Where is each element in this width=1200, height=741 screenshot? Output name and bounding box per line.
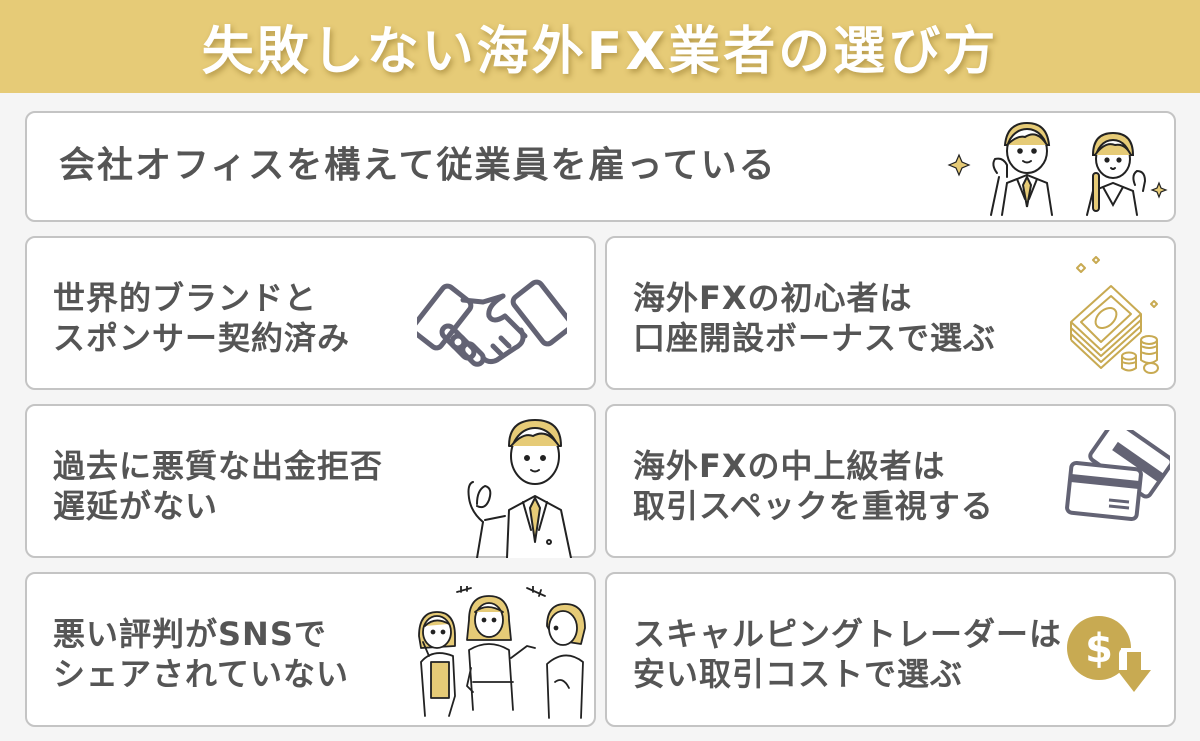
dollar-down-icon: $ (1067, 616, 1151, 692)
card-label-line1: 世界的ブランドと (53, 279, 318, 317)
card-label: 悪い評判がSNSで シェアされていない (53, 614, 349, 694)
card-label: 世界的ブランドと スポンサー契約済み (53, 278, 350, 358)
people-talking-illustration (418, 586, 586, 719)
card-label-line2: 遅延がない (53, 487, 219, 525)
card-beginner-bonus: 海外FXの初心者は 口座開設ボーナスで選ぶ (605, 236, 1176, 390)
card-global-brand-sponsor: 世界的ブランドと スポンサー契約済み (25, 236, 596, 390)
card-no-withdrawal-refusal: 過去に悪質な出金拒否 遅延がない (25, 404, 596, 558)
card-label-line1: 海外FXの中上級者は (633, 447, 946, 485)
page-title: 失敗しない海外FX業者の選び方 (201, 22, 999, 82)
card-label-line1: 悪い評判がSNSで (53, 615, 327, 653)
card-label-line2: 取引スペックを重視する (633, 487, 994, 525)
card-label-line2: 安い取引コストで選ぶ (633, 655, 964, 693)
card-label-line1: 過去に悪質な出金拒否 (53, 447, 384, 485)
header-banner: 失敗しない海外FX業者の選び方 (0, 0, 1200, 93)
dollar-sign: $ (1085, 626, 1113, 672)
card-intermediate-specs: 海外FXの中上級者は 取引スペックを重視する (605, 404, 1176, 558)
card-label-line2: シェアされていない (53, 655, 350, 693)
card-label: 海外FXの中上級者は 取引スペックを重視する (633, 446, 994, 526)
money-stack-icon (1070, 256, 1159, 374)
card-label-line2: 口座開設ボーナスで選ぶ (633, 319, 997, 357)
card-label: 会社オフィスを構えて従業員を雇っている (59, 145, 777, 186)
credit-cards-icon (1065, 430, 1170, 522)
office-workers-illustration (947, 121, 1168, 216)
card-label: 過去に悪質な出金拒否 遅延がない (53, 446, 383, 526)
card-label: スキャルピングトレーダーは 安い取引コストで選ぶ (633, 614, 1062, 694)
card-no-bad-sns-reviews: 悪い評判がSNSで シェアされていない (25, 572, 596, 727)
card-office-employees: 会社オフィスを構えて従業員を雇っている (25, 111, 1176, 222)
handshake-icon (417, 279, 567, 367)
card-label-line2: スポンサー契約済み (53, 319, 351, 357)
card-scalping-low-cost: スキャルピングトレーダーは 安い取引コストで選ぶ $ (605, 572, 1176, 727)
card-label-line1: 海外FXの初心者は (633, 279, 913, 317)
card-label: 海外FXの初心者は 口座開設ボーナスで選ぶ (633, 278, 996, 358)
businessman-ok-illustration (467, 419, 572, 558)
card-label-line1: スキャルピングトレーダーは (633, 615, 1063, 653)
